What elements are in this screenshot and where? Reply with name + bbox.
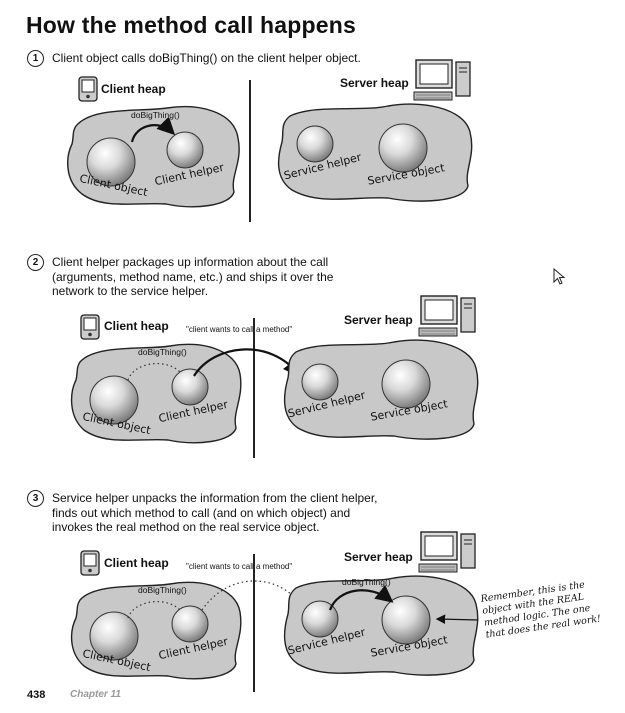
network-divider	[249, 80, 251, 222]
step-text: Client helper packages up information ab…	[52, 255, 334, 298]
client-heap-label: Client heap	[104, 319, 169, 333]
service-helper-sphere	[301, 600, 339, 638]
call-label: doBigThing()	[131, 110, 180, 120]
client-helper-sphere	[166, 131, 204, 169]
server-call-arrow	[328, 584, 394, 611]
service-object-sphere	[381, 359, 431, 409]
phone-icon	[80, 550, 100, 576]
client-heap-label: Client heap	[101, 82, 166, 96]
server-heap-blob	[283, 575, 479, 676]
step-text: Client object calls doBigThing() on the …	[52, 51, 361, 65]
annotation-note: Remember, this is the object with the RE…	[480, 579, 602, 641]
call-label: doBigThing()	[138, 347, 187, 357]
server-heap-label: Server heap	[344, 550, 413, 564]
chapter-label: Chapter 11	[70, 689, 121, 700]
network-caption: "client wants to call a method"	[186, 325, 293, 334]
network-divider	[253, 318, 255, 458]
network-caption: "client wants to call a method"	[186, 562, 293, 571]
service-helper-sphere	[296, 125, 334, 163]
step-number: 3	[27, 490, 44, 507]
service-object-sphere	[378, 123, 428, 173]
network-divider	[253, 554, 255, 692]
computer-icon	[418, 295, 476, 337]
step-number: 1	[27, 50, 44, 67]
call-dotted-line	[127, 601, 181, 619]
client-object-sphere	[89, 611, 139, 661]
page-number: 438	[27, 689, 46, 701]
client-object-sphere	[89, 375, 139, 425]
step-text: Service helper unpacks the information f…	[52, 491, 378, 534]
computer-icon	[418, 531, 476, 573]
server-heap-blob	[283, 339, 479, 440]
call-dotted-line	[127, 363, 181, 381]
server-call-label: doBigThing()	[342, 577, 391, 587]
note-arrow	[435, 614, 479, 624]
network-arrow	[193, 348, 301, 378]
call-label: doBigThing()	[138, 585, 187, 595]
client-helper-sphere	[171, 368, 209, 406]
server-heap-label: Server heap	[344, 313, 413, 327]
computer-icon	[413, 59, 471, 101]
call-arrow	[130, 118, 176, 143]
phone-icon	[78, 76, 98, 102]
mouse-cursor-icon	[553, 268, 566, 285]
client-heap-label: Client heap	[104, 556, 169, 570]
server-heap-blob	[277, 103, 473, 202]
server-heap-label: Server heap	[340, 76, 409, 90]
client-object-sphere	[86, 137, 136, 187]
phone-icon	[80, 314, 100, 340]
step-number: 2	[27, 254, 44, 271]
service-object-sphere	[381, 595, 431, 645]
client-helper-sphere	[171, 605, 209, 643]
service-helper-sphere	[301, 363, 339, 401]
page-title: How the method call happens	[26, 12, 356, 38]
